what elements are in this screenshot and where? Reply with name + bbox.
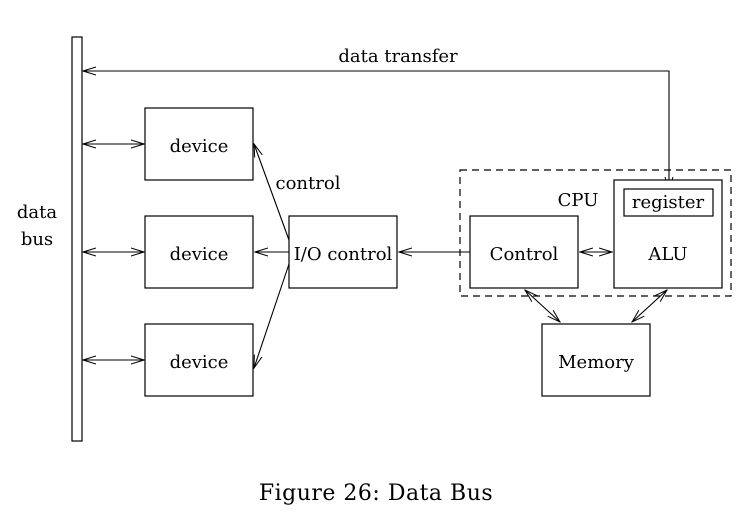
io-control-to-device-3-arrow <box>254 263 290 368</box>
control-label: Control <box>490 244 559 265</box>
memory-box <box>541 323 651 397</box>
control-memory-arrow <box>525 290 560 322</box>
figure-caption: Figure 26: Data Bus <box>259 481 493 506</box>
device-label-1: device <box>170 136 229 157</box>
control-edge-label: control <box>276 173 341 194</box>
io-control-to-device-1-arrow <box>254 144 290 241</box>
register-box <box>623 188 714 217</box>
io-control-label: I/O control <box>294 244 393 265</box>
device-box-1 <box>144 107 254 181</box>
device-label-3: device <box>170 352 229 373</box>
data-transfer-label: data transfer <box>338 46 458 67</box>
memory-label: Memory <box>558 352 635 373</box>
cpu-boundary <box>459 169 732 297</box>
device-box-2 <box>144 215 254 289</box>
data-bus-label-line2: bus <box>21 229 53 250</box>
device-box-3 <box>144 323 254 397</box>
data-transfer-arrow <box>83 71 669 190</box>
control-box <box>469 215 579 289</box>
data-bus-label-line1: data <box>17 202 57 223</box>
alu-label: ALU <box>647 244 687 265</box>
cpu-label: CPU <box>558 190 599 211</box>
data-bus-bar <box>71 36 83 442</box>
alu-memory-arrow <box>632 290 667 322</box>
device-label-2: device <box>170 244 229 265</box>
register-label: register <box>632 192 705 213</box>
